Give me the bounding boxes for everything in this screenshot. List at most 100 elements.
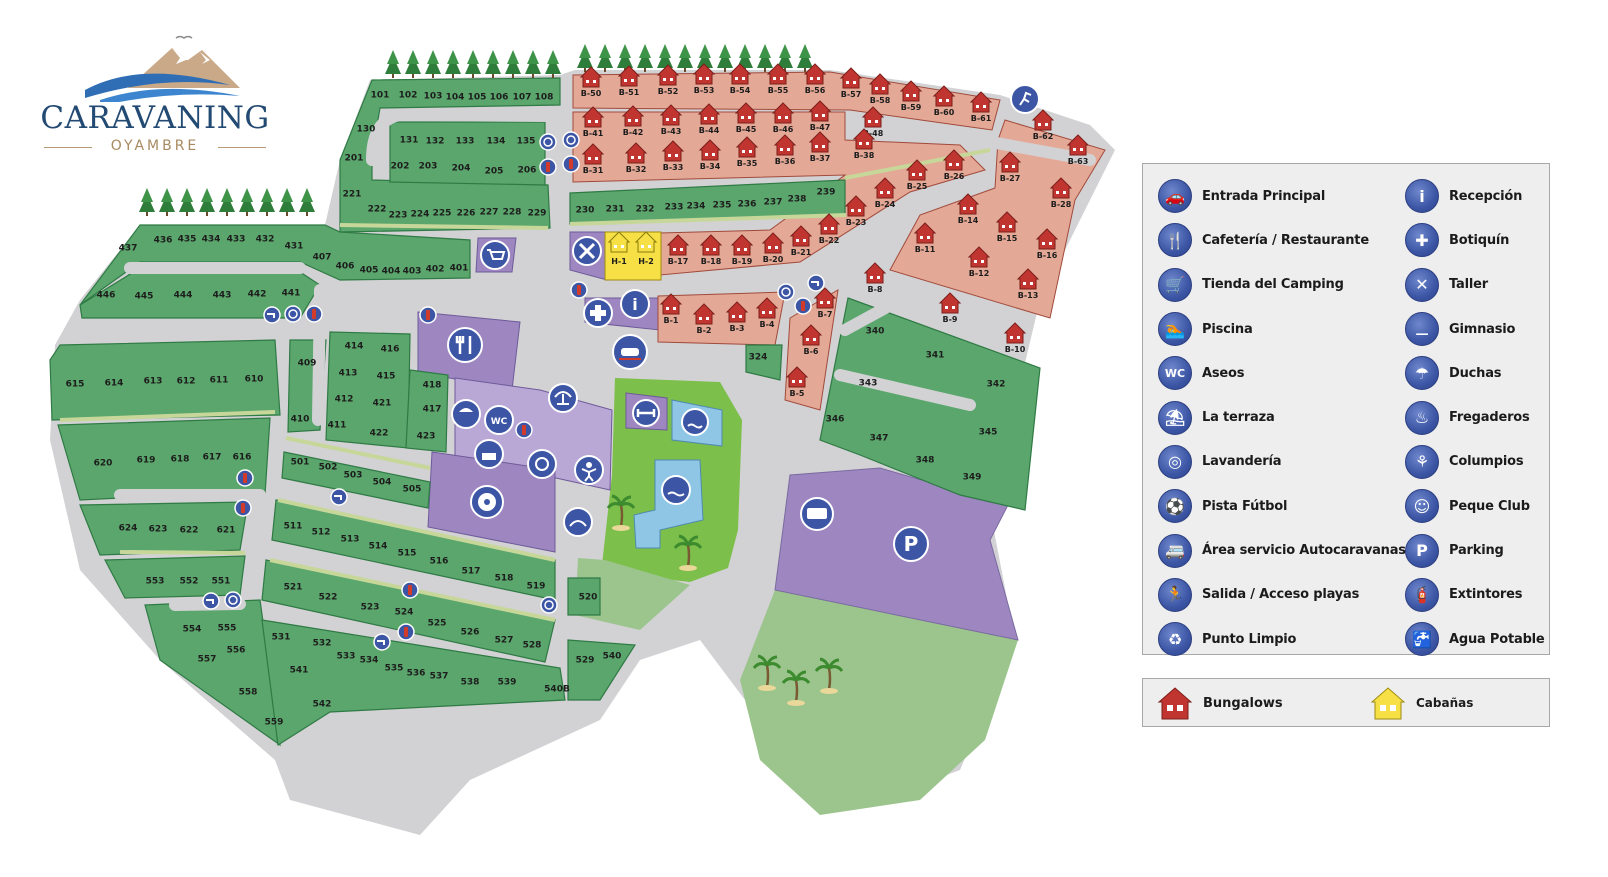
recycle-icon[interactable]	[284, 305, 302, 323]
plot-105[interactable]: 105	[468, 93, 487, 103]
plot-518[interactable]: 518	[495, 574, 514, 584]
plot-413[interactable]: 413	[339, 369, 358, 379]
bungalow-b-33[interactable]: B-33	[661, 140, 685, 172]
plot-619[interactable]: 619	[137, 456, 156, 466]
plot-201[interactable]: 201	[345, 154, 364, 164]
bungalow-b-57[interactable]: B-57	[839, 67, 863, 99]
bungalow-b-53[interactable]: B-53	[692, 63, 716, 95]
water-icon[interactable]	[263, 306, 281, 324]
plot-238[interactable]: 238	[788, 195, 807, 205]
bungalow-b-32[interactable]: B-32	[624, 142, 648, 174]
plot-340[interactable]: 340	[866, 327, 885, 337]
plot-517[interactable]: 517	[462, 567, 481, 577]
bungalow-b-11[interactable]: B-11	[913, 222, 937, 254]
plot-418[interactable]: 418	[423, 381, 442, 391]
plot-222[interactable]: 222	[368, 205, 387, 215]
extinguisher-icon[interactable]	[570, 281, 588, 299]
water-icon[interactable]	[330, 488, 348, 506]
plot-342[interactable]: 342	[987, 380, 1006, 390]
plot-231[interactable]: 231	[606, 205, 625, 215]
recycle-icon[interactable]	[777, 283, 795, 301]
shower-map-icon[interactable]	[451, 399, 481, 429]
swing-map-icon[interactable]	[563, 507, 593, 537]
bungalow-b-6[interactable]: B-6	[799, 324, 823, 356]
plot-232[interactable]: 232	[636, 205, 655, 215]
extinguisher-icon[interactable]	[539, 158, 557, 176]
plot-519[interactable]: 519	[527, 582, 546, 592]
plot-401[interactable]: 401	[450, 264, 469, 274]
first-aid-map-icon[interactable]	[583, 298, 613, 328]
plot-108[interactable]: 108	[535, 93, 554, 103]
plot-234[interactable]: 234	[687, 202, 706, 212]
extinguisher-icon[interactable]	[236, 469, 254, 487]
bungalow-b-10[interactable]: B-10	[1003, 322, 1027, 354]
plot-422[interactable]: 422	[370, 429, 389, 439]
toilet-map-icon[interactable]: WC	[484, 405, 514, 435]
plot-542[interactable]: 542	[313, 700, 332, 710]
recycle-icon[interactable]	[562, 131, 580, 149]
plot-345[interactable]: 345	[979, 428, 998, 438]
bungalow-b-41[interactable]: B-41	[581, 106, 605, 138]
bungalow-b-21[interactable]: B-21	[789, 225, 813, 257]
plot-534[interactable]: 534	[360, 656, 379, 666]
extinguisher-icon[interactable]	[401, 581, 419, 599]
plot-434[interactable]: 434	[202, 235, 221, 245]
bungalow-b-22[interactable]: B-22	[817, 213, 841, 245]
plot-613[interactable]: 613	[144, 377, 163, 387]
plot-513[interactable]: 513	[341, 535, 360, 545]
plot-553[interactable]: 553	[146, 577, 165, 587]
plot-202[interactable]: 202	[391, 162, 410, 172]
cabin-h-1[interactable]: H-1	[607, 231, 631, 266]
plot-227[interactable]: 227	[480, 208, 499, 218]
plot-441[interactable]: 441	[282, 289, 301, 299]
bungalow-b-25[interactable]: B-25	[905, 159, 929, 191]
plot-540B[interactable]: 540B	[544, 685, 570, 695]
bungalow-b-7[interactable]: B-7	[813, 287, 837, 319]
plot-443[interactable]: 443	[213, 291, 232, 301]
plot-555[interactable]: 555	[218, 624, 237, 634]
plot-106[interactable]: 106	[490, 93, 509, 103]
bungalow-b-13[interactable]: B-13	[1016, 268, 1040, 300]
plot-205[interactable]: 205	[485, 167, 504, 177]
plot-445[interactable]: 445	[135, 292, 154, 302]
gym-map-icon[interactable]	[632, 399, 660, 427]
bungalow-b-63[interactable]: B-63	[1066, 134, 1090, 166]
bungalow-b-4[interactable]: B-4	[755, 297, 779, 329]
bungalow-b-47[interactable]: B-47	[808, 100, 832, 132]
bungalow-b-59[interactable]: B-59	[899, 80, 923, 112]
plot-131[interactable]: 131	[400, 136, 419, 146]
plot-237[interactable]: 237	[764, 198, 783, 208]
plot-410[interactable]: 410	[291, 415, 310, 425]
plot-524[interactable]: 524	[395, 608, 414, 618]
terrace-map-icon[interactable]	[548, 383, 578, 413]
bungalow-b-54[interactable]: B-54	[728, 63, 752, 95]
plot-615[interactable]: 615	[66, 380, 85, 390]
plot-526[interactable]: 526	[461, 628, 480, 638]
plot-226[interactable]: 226	[457, 209, 476, 219]
plot-556[interactable]: 556	[227, 646, 246, 656]
plot-431[interactable]: 431	[285, 242, 304, 252]
reception-map-icon[interactable]: i	[620, 289, 650, 319]
bungalow-b-35[interactable]: B-35	[735, 136, 759, 168]
bungalow-b-44[interactable]: B-44	[697, 103, 721, 135]
plot-104[interactable]: 104	[446, 93, 465, 103]
bungalow-b-8[interactable]: B-8	[863, 262, 887, 294]
parking-map-icon[interactable]: P	[893, 526, 929, 562]
plot-552[interactable]: 552	[180, 577, 199, 587]
plot-103[interactable]: 103	[424, 92, 443, 102]
bungalow-b-58[interactable]: B-58	[868, 73, 892, 105]
plot-525[interactable]: 525	[428, 619, 447, 629]
bungalow-b-38[interactable]: B-38	[852, 128, 876, 160]
plot-505[interactable]: 505	[403, 485, 422, 495]
plot-223[interactable]: 223	[389, 211, 408, 221]
plot-236[interactable]: 236	[738, 200, 757, 210]
plot-557[interactable]: 557	[198, 655, 217, 665]
plot-225[interactable]: 225	[433, 209, 452, 219]
extinguisher-icon[interactable]	[234, 499, 252, 517]
extinguisher-icon[interactable]	[515, 421, 533, 439]
plot-528[interactable]: 528	[523, 641, 542, 651]
extinguisher-icon[interactable]	[794, 297, 812, 315]
plot-503[interactable]: 503	[344, 471, 363, 481]
recycle-icon[interactable]	[224, 591, 242, 609]
plot-537[interactable]: 537	[430, 672, 449, 682]
